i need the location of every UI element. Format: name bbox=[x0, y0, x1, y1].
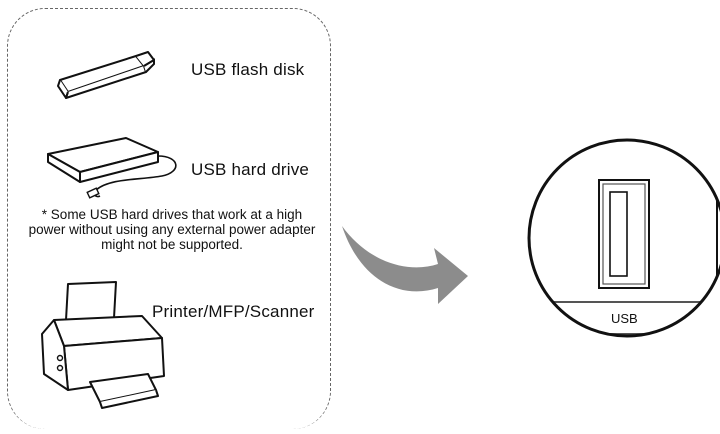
printer-icon bbox=[41, 281, 165, 409]
hard-drive-power-note: * Some USB hard drives that work at a hi… bbox=[28, 207, 316, 252]
usb-flash-disk-label: USB flash disk bbox=[191, 60, 305, 79]
usb-hard-drive-icon bbox=[47, 137, 177, 199]
supported-devices-panel bbox=[7, 8, 331, 429]
curved-arrow-icon bbox=[342, 226, 468, 304]
usb-hard-drive-label: USB hard drive bbox=[191, 160, 310, 179]
usb-port-label: USB bbox=[611, 311, 638, 326]
printer-label: Printer/MFP/Scanner bbox=[152, 302, 315, 321]
usb-flash-disk-icon bbox=[57, 51, 155, 99]
usb-port-magnifier bbox=[527, 138, 720, 338]
